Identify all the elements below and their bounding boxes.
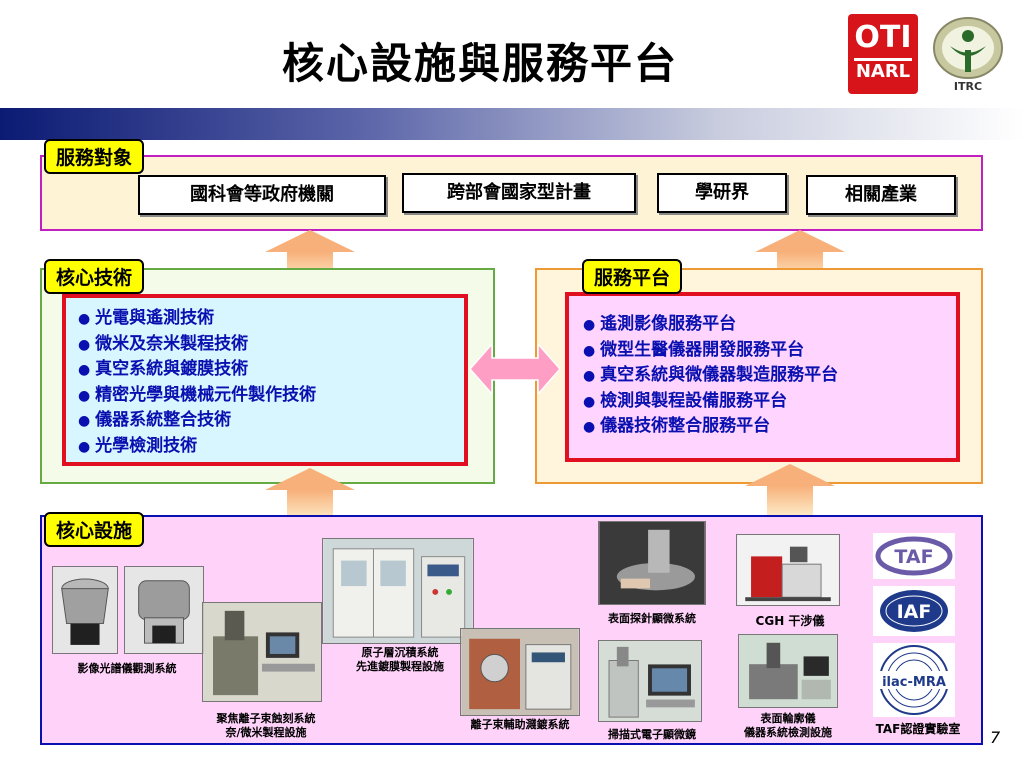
caption-ion-beam: 離子束輔助濺鍍系統 bbox=[470, 718, 570, 731]
profiler-photo bbox=[738, 634, 838, 708]
caption-ald-2: 先進鍍膜製程設施 bbox=[356, 660, 444, 673]
iaf-logo: IAF bbox=[873, 586, 955, 636]
surface-probe-photo bbox=[598, 521, 706, 605]
target-academia: 學研界 bbox=[657, 173, 787, 213]
service-platform-item: 遙測影像服務平台 bbox=[583, 312, 942, 338]
taf-logo: TAF bbox=[873, 533, 955, 579]
core-tech-item: 精密光學與機械元件製作技術 bbox=[78, 383, 452, 409]
cgh-photo bbox=[736, 534, 840, 606]
caption-taf: TAF認證實驗室 bbox=[860, 722, 976, 736]
caption-fib-2: 奈/微米製程設施 bbox=[225, 726, 307, 739]
sem-photo bbox=[598, 640, 702, 722]
taf-logo-text: TAF bbox=[894, 546, 933, 568]
caption-cgh-rest: 干涉儀 bbox=[784, 614, 825, 628]
caption-spectral-imager: 影像光譜儀觀測系統 bbox=[77, 662, 177, 675]
service-platform-item: 檢測與製程設備服務平台 bbox=[583, 389, 942, 415]
caption-cgh-bold: CGH bbox=[755, 614, 785, 628]
caption-taf-bold: TAF bbox=[875, 722, 901, 736]
caption-surface-probe: 表面探針顯微系統 bbox=[608, 612, 696, 625]
core-tech-list: 光電與遙測技術 微米及奈米製程技術 真空系統與鍍膜技術 精密光學與機械元件製作技… bbox=[78, 306, 452, 459]
core-facility-label: 核心設施 bbox=[44, 512, 145, 547]
caption-fib-1: 聚焦離子束蝕刻系統 bbox=[216, 712, 316, 725]
caption-profiler-1: 表面輪廓儀 bbox=[760, 712, 816, 725]
narl-logo: OTI NARL bbox=[848, 14, 918, 94]
itrc-logo: ITRC bbox=[933, 17, 1003, 93]
up-arrow-facilities-to-platform bbox=[745, 464, 835, 522]
service-platform-item: 微型生醫儀器開發服務平台 bbox=[583, 338, 942, 364]
iaf-logo-text: IAF bbox=[897, 601, 932, 623]
core-tech-item: 微米及奈米製程技術 bbox=[78, 332, 452, 358]
narl-logo-bottom: NARL bbox=[854, 58, 912, 82]
header-bar bbox=[0, 108, 1024, 140]
service-platform-list-box: 遙測影像服務平台 微型生醫儀器開發服務平台 真空系統與微儀器製造服務平台 檢測與… bbox=[565, 292, 960, 462]
core-tech-item: 光電與遙測技術 bbox=[78, 306, 452, 332]
target-gov: 國科會等政府機關 bbox=[138, 175, 386, 215]
core-tech-item: 光學檢測技術 bbox=[78, 434, 452, 460]
fib-photo bbox=[202, 602, 322, 702]
core-tech-item: 真空系統與鍍膜技術 bbox=[78, 357, 452, 383]
ilac-logo-text: ilac-MRA bbox=[882, 675, 946, 690]
spectral-imager-photo-1 bbox=[52, 566, 118, 654]
ald-photo bbox=[322, 538, 474, 644]
caption-taf-rest: 認證實驗室 bbox=[900, 722, 961, 736]
service-platform-label: 服務平台 bbox=[582, 259, 683, 294]
itrc-logo-text: ITRC bbox=[954, 80, 982, 93]
page-number: 7 bbox=[990, 728, 1001, 747]
core-tech-item: 儀器系統整合技術 bbox=[78, 408, 452, 434]
double-arrow bbox=[470, 344, 560, 394]
narl-logo-top: OTI bbox=[854, 20, 912, 55]
service-platform-list: 遙測影像服務平台 微型生醫儀器開發服務平台 真空系統與微儀器製造服務平台 檢測與… bbox=[583, 312, 942, 440]
service-platform-item: 真空系統與微儀器製造服務平台 bbox=[583, 363, 942, 389]
ion-beam-photo bbox=[460, 628, 580, 716]
caption-profiler-2: 儀器系統檢測設施 bbox=[744, 726, 832, 739]
target-industry: 相關產業 bbox=[806, 175, 956, 215]
caption-sem: 掃描式電子顯微鏡 bbox=[608, 728, 696, 741]
core-tech-list-box: 光電與遙測技術 微米及奈米製程技術 真空系統與鍍膜技術 精密光學與機械元件製作技… bbox=[62, 294, 468, 466]
service-target-label: 服務對象 bbox=[44, 139, 145, 174]
caption-cgh: CGH 干涉儀 bbox=[738, 614, 842, 628]
service-platform-item: 儀器技術整合服務平台 bbox=[583, 414, 942, 440]
core-tech-label: 核心技術 bbox=[44, 259, 145, 294]
caption-ald-1: 原子層沉積系統 bbox=[361, 646, 439, 659]
spectral-imager-photo-2 bbox=[124, 566, 204, 654]
ilac-logo: ilac-MRA bbox=[873, 643, 955, 717]
target-national-project: 跨部會國家型計畫 bbox=[402, 173, 636, 213]
page-title: 核心設施與服務平台 bbox=[281, 39, 678, 88]
